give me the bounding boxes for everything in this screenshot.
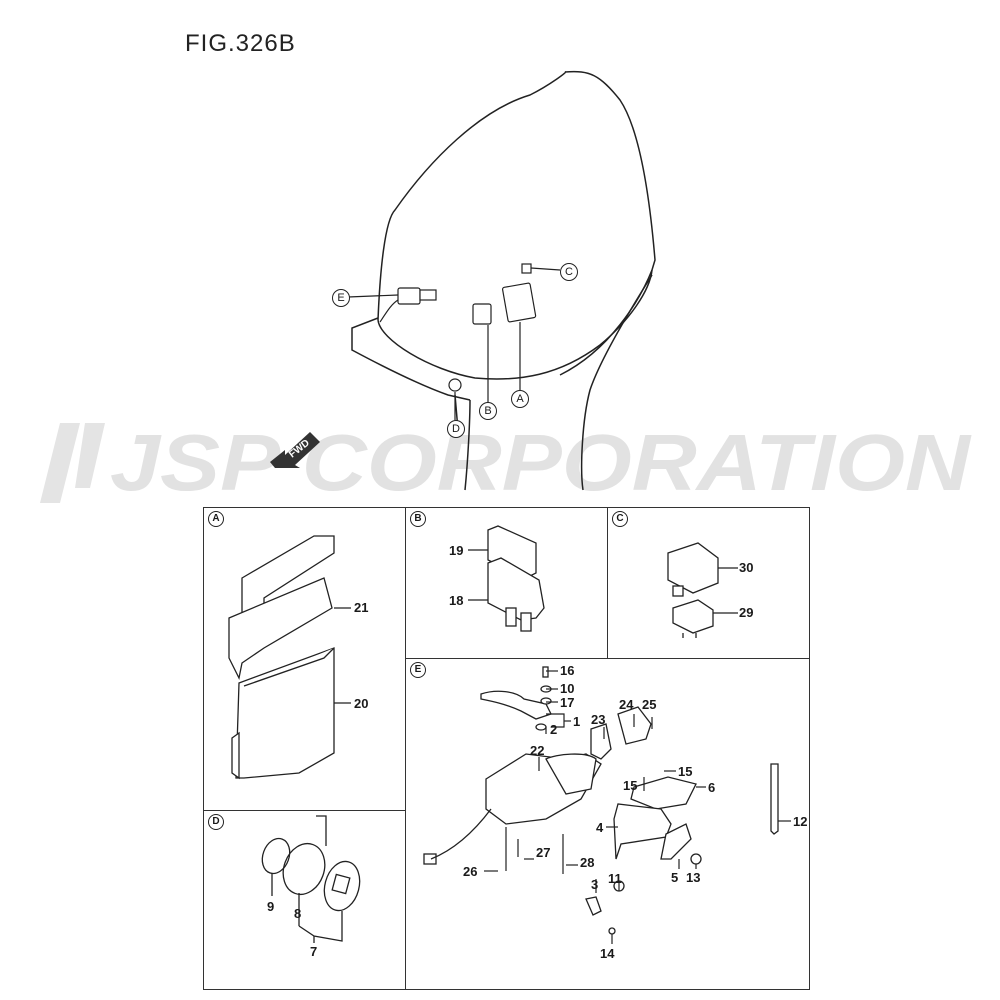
part-label-25[interactable]: 25 [642, 697, 657, 712]
part-label-5[interactable]: 5 [671, 870, 679, 885]
part-label-22[interactable]: 22 [530, 743, 545, 758]
figure-title: FIG.326B [185, 30, 296, 57]
part-label-17[interactable]: 17 [560, 695, 575, 710]
panel-e-letter: E [410, 662, 426, 678]
part-label-6[interactable]: 6 [708, 780, 716, 795]
part-label-30[interactable]: 30 [739, 560, 754, 575]
part-label-16[interactable]: 16 [560, 663, 575, 678]
tilt-motor-drawing [423, 666, 791, 944]
part-label-9[interactable]: 9 [267, 899, 275, 914]
svg-text:JSP CORPORATION: JSP CORPORATION [110, 418, 973, 507]
relay-drawing [667, 542, 738, 638]
part-label-13[interactable]: 13 [686, 870, 701, 885]
ecm-bracket-drawing [228, 535, 351, 780]
part-label-18[interactable]: 18 [449, 593, 464, 608]
part-label-21[interactable]: 21 [354, 600, 369, 615]
part-label-23[interactable]: 23 [591, 712, 606, 727]
part-label-14[interactable]: 14 [600, 946, 615, 961]
module-drawing [468, 525, 545, 632]
callout-a[interactable]: A [511, 390, 529, 408]
watermark-logo: JSP CORPORATION [40, 418, 973, 507]
part-label-27[interactable]: 27 [536, 845, 551, 860]
part-label-20[interactable]: 20 [354, 696, 369, 711]
callout-d[interactable]: D [447, 420, 465, 438]
part-label-28[interactable]: 28 [580, 855, 595, 870]
fwd-arrow-icon: FWD [270, 432, 320, 468]
panel-b: B 19 18 [405, 507, 608, 659]
part-label-10[interactable]: 10 [560, 681, 575, 696]
panel-a: A 21 20 [203, 507, 406, 811]
part-label-1[interactable]: 1 [573, 714, 581, 729]
panel-a-letter: A [208, 511, 224, 527]
part-label-24[interactable]: 24 [619, 697, 634, 712]
panel-b-letter: B [410, 511, 426, 527]
part-label-19[interactable]: 19 [449, 543, 464, 558]
panel-d: D 9 8 7 [203, 810, 406, 990]
part-label-15b[interactable]: 15 [678, 764, 693, 779]
panel-c-letter: C [612, 511, 628, 527]
panel-d-letter: D [208, 814, 224, 830]
callout-b[interactable]: B [479, 402, 497, 420]
part-label-8[interactable]: 8 [294, 906, 302, 921]
part-label-26[interactable]: 26 [463, 864, 478, 879]
part-label-7[interactable]: 7 [310, 944, 318, 959]
panel-e: E [405, 658, 810, 990]
part-label-2[interactable]: 2 [550, 722, 558, 737]
panel-c: C 30 29 [607, 507, 810, 659]
callout-e[interactable]: E [332, 289, 350, 307]
part-label-11[interactable]: 11 [608, 871, 622, 886]
callout-c[interactable]: C [560, 263, 578, 281]
part-label-4[interactable]: 4 [596, 820, 604, 835]
part-label-3[interactable]: 3 [591, 877, 599, 892]
part-label-29[interactable]: 29 [739, 605, 754, 620]
grommet-drawing [261, 815, 361, 943]
part-label-12[interactable]: 12 [793, 814, 808, 829]
part-label-15a[interactable]: 15 [623, 778, 638, 793]
